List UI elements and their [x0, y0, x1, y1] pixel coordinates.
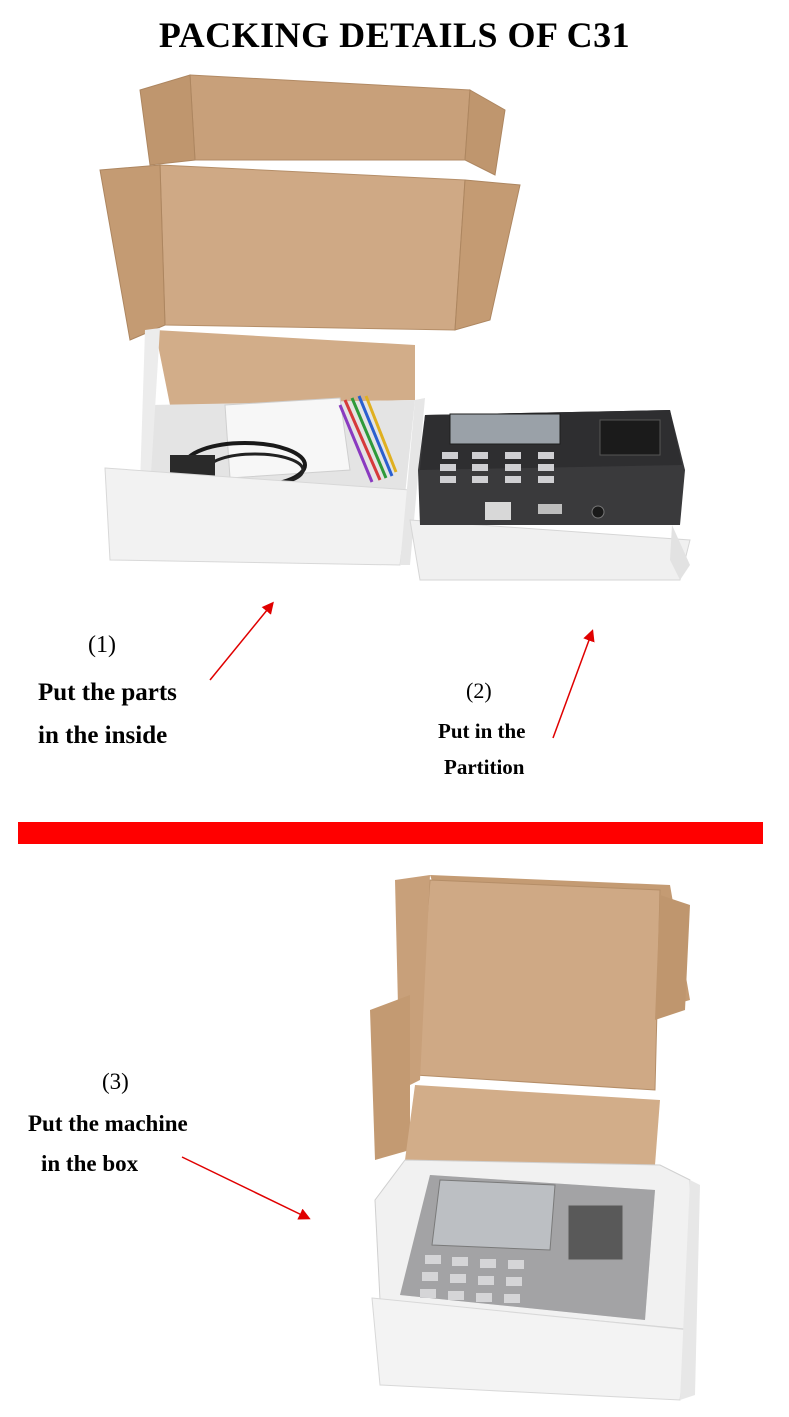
arrow-up-right-icon: [209, 601, 595, 739]
photo-box-with-parts: [99, 74, 691, 581]
step-2-line2: Partition: [444, 755, 525, 779]
step-3-number: (3): [102, 1069, 129, 1094]
step-1-line1: Put the parts: [38, 679, 177, 706]
step-3-line1: Put the machine: [28, 1111, 188, 1136]
section-divider: [18, 822, 763, 844]
step-2-number: (2): [466, 678, 492, 703]
page-title: PACKING DETAILS OF C31: [158, 15, 631, 55]
step-1-number: (1): [88, 632, 116, 658]
step-2-line1: Put in the: [438, 719, 526, 743]
step-1-line2: in the inside: [38, 722, 168, 749]
step-3-line2: in the box: [41, 1151, 139, 1176]
